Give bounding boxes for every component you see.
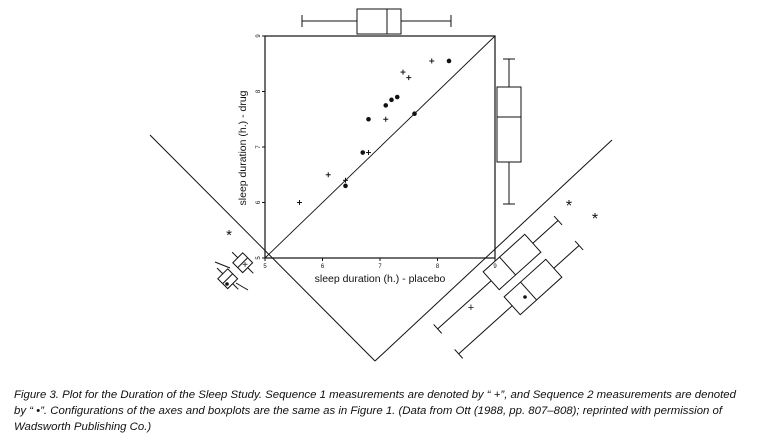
y-axis-ticks: 5 6 7 8 9 (256, 34, 265, 260)
x-tick-label: 9 (493, 264, 497, 270)
y-tick-label: 8 (256, 89, 262, 93)
data-points (297, 58, 452, 205)
point-dot (366, 116, 371, 122)
point-dot (446, 58, 452, 64)
figure-caption: Figure 3. Plot for the Duration of the S… (14, 387, 750, 435)
caption-text: Plot for the Duration of the Sleep Study… (14, 389, 736, 433)
right-boxplot (496, 58, 522, 205)
y-axis-label: sleep duration (h.) - drug (237, 90, 249, 205)
point-dot (360, 150, 366, 155)
point-plus (383, 116, 389, 122)
identity-line (264, 35, 496, 259)
rotated-axes (149, 134, 613, 362)
point-plus (429, 58, 435, 64)
point-plus (400, 69, 406, 75)
point-dot (343, 183, 348, 189)
right-rotated-boxplots (433, 215, 584, 359)
x-tick-label: 6 (321, 264, 325, 270)
right-diagonal-axis (374, 139, 613, 362)
left-box-dot (225, 282, 229, 286)
right-box-plus: + (468, 302, 474, 314)
x-tick-label: 5 (263, 264, 267, 270)
x-tick-label: 8 (436, 264, 440, 270)
point-plus (297, 200, 302, 205)
x-tick-label: 7 (378, 264, 382, 270)
point-dot (389, 97, 394, 103)
y-tick-label: 5 (256, 256, 262, 260)
right-outlier-asterisk-2: * (592, 211, 598, 228)
point-dot (394, 94, 400, 100)
point-plus (325, 172, 331, 178)
x-axis-ticks: 5 6 7 8 9 (263, 258, 497, 270)
left-outlier-asterisk: * (226, 227, 232, 244)
right-box-dot (523, 295, 527, 299)
left-diagonal-axis (149, 134, 376, 362)
y-tick-label: 6 (256, 200, 262, 204)
top-boxplot (301, 8, 452, 35)
point-plus (406, 75, 412, 81)
y-tick-label: 9 (256, 34, 262, 38)
point-plus (343, 177, 348, 183)
y-tick-label: 7 (256, 145, 262, 149)
left-rotated-boxplots (214, 251, 254, 291)
point-dot (383, 103, 389, 108)
point-plus (366, 150, 371, 156)
left-box-plus: + (242, 260, 248, 271)
point-dot (412, 111, 417, 116)
caption-label: Figure 3. (14, 389, 59, 401)
right-outlier-asterisk-1: * (566, 198, 572, 215)
x-axis-label: sleep duration (h.) - placebo (315, 273, 446, 285)
